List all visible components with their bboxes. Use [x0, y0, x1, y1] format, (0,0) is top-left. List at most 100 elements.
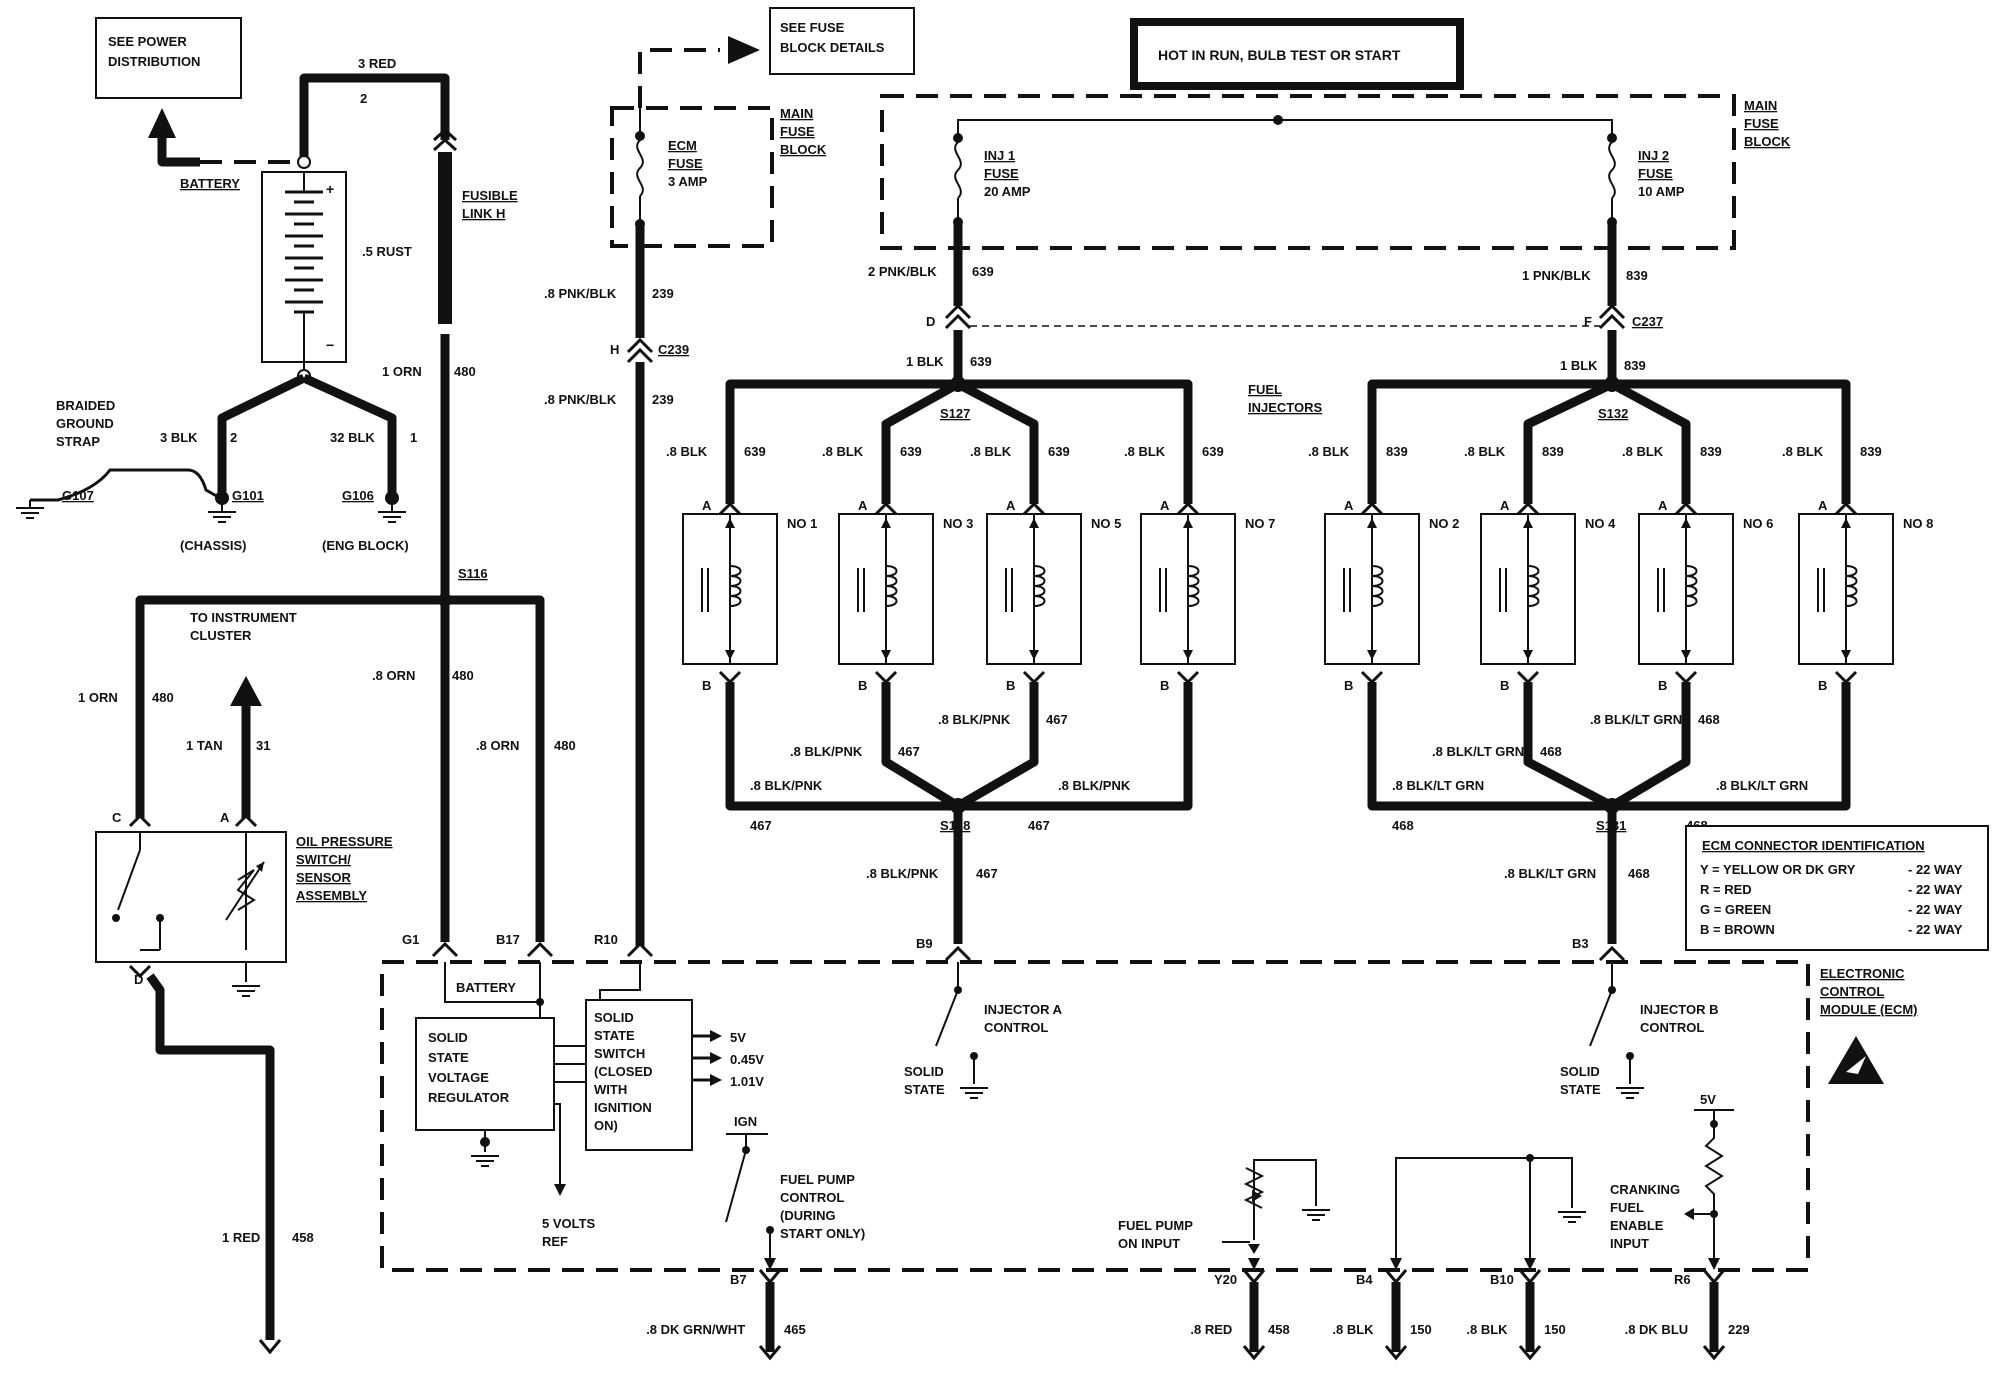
voltage-regulator-box — [415, 1017, 555, 1131]
battery-cells — [285, 172, 323, 362]
regulator-ground-icon — [470, 1155, 500, 1167]
battery-left-wire: 3 BLK — [160, 430, 198, 445]
left-down-wire-circuit: 467 — [976, 866, 998, 881]
inj2-fuse-line1: INJ 2 — [1638, 148, 1669, 163]
ecm-wire1-circuit: 239 — [652, 286, 674, 301]
pin-wire-label: .8 BLK — [1332, 1322, 1374, 1337]
solid-state-a-line1: SOLID — [904, 1064, 944, 1079]
feed-orn08b-circuit: 480 — [554, 738, 576, 753]
inj-right-wire-circuit: 839 — [1626, 268, 1648, 283]
inj1-fuse-line2: FUSE — [984, 166, 1019, 181]
injector-name: NO 2 — [1429, 516, 1459, 531]
injector-wire-circuit: 639 — [1048, 444, 1070, 459]
inj2-fuse-line3: 10 AMP — [1638, 184, 1685, 199]
inj-right-wire-label: 1 PNK/BLK — [1522, 268, 1591, 283]
inj-left-wire-label: 2 PNK/BLK — [868, 264, 937, 279]
ecm-fuse-line2: FUSE — [668, 156, 703, 171]
oil-pressure-switch-box — [95, 831, 287, 963]
switch-line5: WITH — [594, 1082, 627, 1097]
injector-wire-circuit: 639 — [1202, 444, 1224, 459]
switch-line4: (CLOSED — [594, 1064, 653, 1079]
s128-label: S128 — [940, 818, 970, 833]
inj2-fuse-icon — [1608, 141, 1616, 199]
coil-icon — [1033, 565, 1046, 607]
injector-wire-circuit: 639 — [744, 444, 766, 459]
pin-b9: B9 — [916, 936, 933, 951]
coil-icon — [729, 565, 742, 607]
solid-state-b-line1: SOLID — [1560, 1064, 1600, 1079]
fusible-link-line1: FUSIBLE — [462, 188, 518, 203]
right-return-inner-right-circuit: 468 — [1698, 712, 1720, 727]
coil-icon — [1371, 565, 1384, 607]
solid-state-a-line2: STATE — [904, 1082, 945, 1097]
pin-wire-label: .8 DK GRN/WHT — [646, 1322, 745, 1337]
right-return-outer-right-wire: .8 BLK/LT GRN — [1716, 778, 1808, 793]
pin-wire-circuit: 458 — [1268, 1322, 1290, 1337]
ecm-label-line3: MODULE (ECM) — [1820, 1002, 1918, 1017]
connector-code: G = GREEN — [1700, 902, 1771, 917]
coil-icon — [1845, 565, 1858, 607]
connector-ways: - 22 WAY — [1908, 902, 1963, 917]
g106-ground-icon — [377, 511, 407, 523]
pin-wire-label: .8 DK BLU — [1625, 1322, 1689, 1337]
b4-b10-ground-icon — [1557, 1211, 1587, 1223]
inj-right-blk-label: 1 BLK — [1560, 358, 1598, 373]
five-volt-ref-line1: 5 VOLTS — [542, 1216, 596, 1231]
see-fuse-block-line2: BLOCK DETAILS — [780, 40, 885, 55]
output-045v: 0.45V — [730, 1052, 764, 1067]
feed-orn08b-label: .8 ORN — [476, 738, 519, 753]
ecm-wire2-circuit: 239 — [652, 392, 674, 407]
feed-orn08a-circuit: 480 — [452, 668, 474, 683]
right-return-inner-left-circuit: 468 — [1540, 744, 1562, 759]
oil-red-label: 1 RED — [222, 1230, 260, 1245]
crank-5v: 5V — [1700, 1092, 1716, 1107]
fuel-injectors-line1: FUEL — [1248, 382, 1282, 397]
ecm-fuse-block-line3: BLOCK — [780, 142, 827, 157]
ecm-label-line1: ELECTRONIC — [1820, 966, 1905, 981]
left-return-inner-left-wire: .8 BLK/PNK — [790, 744, 863, 759]
pin-label: B4 — [1356, 1272, 1373, 1287]
injector-name: NO 6 — [1743, 516, 1773, 531]
crank-pullup-resistor — [1704, 1110, 1724, 1260]
injector-b-ground-icon — [1615, 1087, 1645, 1099]
connector-ways: - 22 WAY — [1908, 882, 1963, 897]
injector-wire-label: .8 BLK — [822, 444, 864, 459]
s116-label: S116 — [458, 566, 488, 581]
output-voltage-arrows — [692, 1030, 722, 1086]
g101-ground-icon — [207, 511, 237, 523]
connector-ways: - 22 WAY — [1908, 922, 1963, 937]
ecm-main-fuse-block — [610, 106, 774, 248]
inj-pin-d: D — [926, 314, 935, 329]
inj-pin-f: F — [1584, 314, 1592, 329]
pump-input-ground-icon — [1301, 1209, 1331, 1221]
pin-wire-circuit: 229 — [1728, 1322, 1750, 1337]
injector-pin-a: A — [1658, 498, 1668, 513]
right-down-wire-label: .8 BLK/LT GRN — [1504, 866, 1596, 881]
connector-ways: - 22 WAY — [1908, 862, 1963, 877]
oil-switch-ground-icon — [231, 985, 261, 997]
g107-ground-icon — [15, 507, 45, 519]
ecm-fuse-line1: ECM — [668, 138, 697, 153]
battery-wire-top-label: 3 RED — [358, 56, 396, 71]
see-power-distribution-line1: SEE POWER — [108, 34, 187, 49]
injector-a-line2: CONTROL — [984, 1020, 1048, 1035]
left-down-wire-label: .8 BLK/PNK — [866, 866, 939, 881]
left-return-outer-left-circuit: 467 — [750, 818, 772, 833]
left-return-outer-left-wire: .8 BLK/PNK — [750, 778, 823, 793]
battery-rust-label: .5 RUST — [362, 244, 412, 259]
feed-orn1-label: 1 ORN — [382, 364, 422, 379]
inj-left-wire-circuit: 639 — [972, 264, 994, 279]
regulator-line2: STATE — [428, 1050, 469, 1065]
ecm-fuse-line3: 3 AMP — [668, 174, 708, 189]
solid-state-switch-box — [585, 999, 693, 1151]
injector-wire-label: .8 BLK — [1464, 444, 1506, 459]
inj1-fuse-icon — [954, 141, 962, 199]
pin-label: R6 — [1674, 1272, 1691, 1287]
pin-wire-circuit: 465 — [784, 1322, 806, 1337]
injector-pin-a: A — [1818, 498, 1828, 513]
